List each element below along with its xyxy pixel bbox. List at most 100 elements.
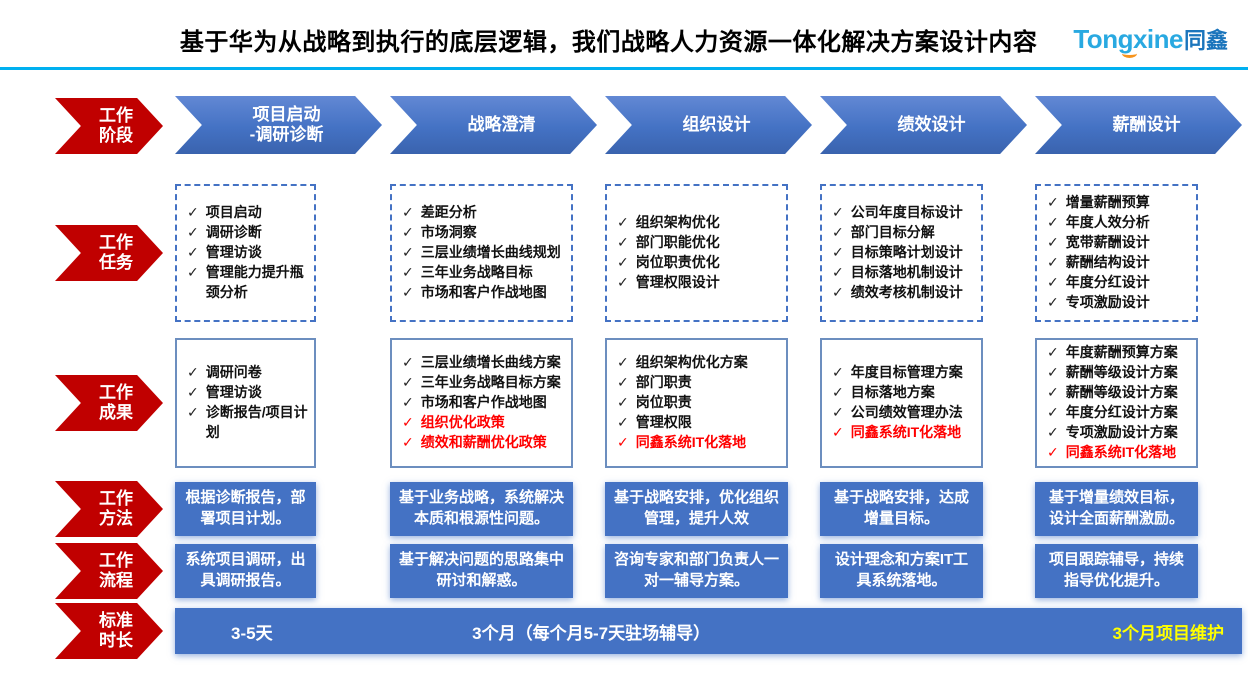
task-item: ✓年度分红设计 xyxy=(1047,273,1150,293)
result-item: ✓部门职责 xyxy=(617,373,748,393)
check-icon: ✓ xyxy=(832,283,844,300)
task-item: ✓目标策略计划设计 xyxy=(832,243,963,263)
check-icon: ✓ xyxy=(832,404,844,420)
method-box-col5: 基于增量绩效目标，设计全面薪酬激励。 xyxy=(1035,482,1198,536)
results-box-col3: ✓组织架构优化方案 ✓部门职责 ✓岗位职责 ✓管理权限 ✓同鑫系统IT化落地 xyxy=(605,338,788,468)
check-icon: ✓ xyxy=(832,263,844,280)
task-item: ✓三年业务战略目标 xyxy=(402,263,561,283)
company-logo: Tongxine 同鑫 xyxy=(1073,23,1234,58)
result-item-highlighted: ✓绩效和薪酬优化政策 xyxy=(402,433,561,453)
task-item: ✓管理能力提升瓶颈分析 xyxy=(187,263,308,303)
check-icon: ✓ xyxy=(1047,254,1059,270)
result-item-highlighted: ✓同鑫系统IT化落地 xyxy=(1047,443,1178,463)
logo-smile-icon xyxy=(1122,49,1138,58)
stage-arrow-org-design: 组织设计 xyxy=(605,96,812,154)
task-item: ✓宽带薪酬设计 xyxy=(1047,233,1150,253)
check-icon: ✓ xyxy=(402,374,414,391)
check-icon: ✓ xyxy=(187,204,199,221)
task-item: ✓岗位职责优化 xyxy=(617,253,720,273)
check-icon: ✓ xyxy=(617,433,629,450)
result-item: ✓薪酬等级设计方案 xyxy=(1047,383,1178,403)
check-icon: ✓ xyxy=(1047,404,1059,420)
check-icon: ✓ xyxy=(187,364,199,381)
task-item: ✓调研诊断 xyxy=(187,223,308,243)
check-icon: ✓ xyxy=(402,354,414,371)
row-label-work-process: 工作 流程 xyxy=(55,543,163,599)
process-box-col5: 项目跟踪辅导，持续指导优化提升。 xyxy=(1035,544,1198,598)
result-item: ✓调研问卷 xyxy=(187,363,308,383)
task-item: ✓部门职能优化 xyxy=(617,233,720,253)
check-icon: ✓ xyxy=(187,404,199,420)
check-icon: ✓ xyxy=(402,263,414,280)
results-box-col1: ✓调研问卷 ✓管理访谈 ✓诊断报告/项目计划 xyxy=(175,338,316,468)
result-item: ✓市场和客户作战地图 xyxy=(402,393,561,413)
task-item: ✓项目启动 xyxy=(187,203,308,223)
row-results: 工作 成果 ✓调研问卷 ✓管理访谈 ✓诊断报告/项目计划 ✓三层业绩增长曲线方案… xyxy=(55,338,1242,468)
task-item: ✓目标落地机制设计 xyxy=(832,263,963,283)
check-icon: ✓ xyxy=(832,224,844,241)
process-box-col2: 基于解决问题的思路集中研讨和解惑。 xyxy=(390,544,573,598)
title-divider xyxy=(0,67,1248,70)
result-item: ✓年度分红设计方案 xyxy=(1047,403,1178,423)
check-icon: ✓ xyxy=(1047,364,1059,381)
check-icon: ✓ xyxy=(1047,384,1059,401)
check-icon: ✓ xyxy=(187,263,199,280)
task-item: ✓专项激励设计 xyxy=(1047,293,1150,313)
task-item: ✓绩效考核机制设计 xyxy=(832,283,963,303)
check-icon: ✓ xyxy=(617,254,629,270)
task-item: ✓市场和客户作战地图 xyxy=(402,283,561,303)
method-box-col3: 基于战略安排，优化组织管理，提升人效 xyxy=(605,482,788,536)
task-item: ✓三层业绩增长曲线规划 xyxy=(402,243,561,263)
check-icon: ✓ xyxy=(402,204,414,221)
row-label-standard-duration: 标准 时长 xyxy=(55,603,163,659)
check-icon: ✓ xyxy=(617,354,629,371)
result-item: ✓管理权限 xyxy=(617,413,748,433)
task-item: ✓年度人效分析 xyxy=(1047,213,1150,233)
method-box-col1: 根据诊断报告，部署项目计划。 xyxy=(175,482,316,536)
stage-arrow-strategy-clarify: 战略澄清 xyxy=(390,96,597,154)
check-icon: ✓ xyxy=(1047,443,1059,460)
tasks-box-col1: ✓项目启动 ✓调研诊断 ✓管理访谈 ✓管理能力提升瓶颈分析 xyxy=(175,184,316,322)
check-icon: ✓ xyxy=(402,413,414,430)
logo-cjk-text: 同鑫 xyxy=(1183,28,1228,53)
result-item-highlighted: ✓组织优化政策 xyxy=(402,413,561,433)
row-duration: 标准 时长 3-5天 3个月（每个月5-7天驻场辅导） 3个月项目维护 xyxy=(55,603,1242,659)
tasks-box-col4: ✓公司年度目标设计 ✓部门目标分解 ✓目标策略计划设计 ✓目标落地机制设计 ✓绩… xyxy=(820,184,983,322)
tasks-box-col5: ✓增量薪酬预算 ✓年度人效分析 ✓宽带薪酬设计 ✓薪酬结构设计 ✓年度分红设计 … xyxy=(1035,184,1198,322)
result-item: ✓三年业务战略目标方案 xyxy=(402,373,561,393)
check-icon: ✓ xyxy=(617,273,629,290)
check-icon: ✓ xyxy=(1047,214,1059,231)
check-icon: ✓ xyxy=(187,244,199,261)
results-box-col5: ✓年度薪酬预算方案 ✓薪酬等级设计方案 ✓薪酬等级设计方案 ✓年度分红设计方案 … xyxy=(1035,338,1198,468)
check-icon: ✓ xyxy=(832,204,844,221)
duration-phase1: 3-5天 xyxy=(231,623,273,643)
process-box-col4: 设计理念和方案IT工具系统落地。 xyxy=(820,544,983,598)
check-icon: ✓ xyxy=(617,214,629,231)
process-diagram: 工作 阶段 项目启动 -调研诊断 战略澄清 组织设计 绩效设计 薪酬设计 工作 … xyxy=(55,96,1242,659)
result-item: ✓专项激励设计方案 xyxy=(1047,423,1178,443)
row-label-work-results: 工作 成果 xyxy=(55,375,163,431)
row-label-work-method: 工作 方法 xyxy=(55,481,163,537)
task-item: ✓薪酬结构设计 xyxy=(1047,253,1150,273)
process-box-col3: 咨询专家和部门负责人一对一辅导方案。 xyxy=(605,544,788,598)
task-item: ✓组织架构优化 xyxy=(617,213,720,233)
result-item: ✓组织架构优化方案 xyxy=(617,353,748,373)
task-item: ✓管理访谈 xyxy=(187,243,308,263)
check-icon: ✓ xyxy=(832,384,844,401)
result-item: ✓三层业绩增长曲线方案 xyxy=(402,353,561,373)
stage-arrow-performance-design: 绩效设计 xyxy=(820,96,1027,154)
result-item: ✓年度薪酬预算方案 xyxy=(1047,343,1178,363)
check-icon: ✓ xyxy=(1047,234,1059,251)
result-item: ✓公司绩效管理办法 xyxy=(832,403,963,423)
result-item: ✓岗位职责 xyxy=(617,393,748,413)
check-icon: ✓ xyxy=(617,394,629,411)
check-icon: ✓ xyxy=(1047,293,1059,310)
check-icon: ✓ xyxy=(617,413,629,430)
method-box-col4: 基于战略安排，达成增量目标。 xyxy=(820,482,983,536)
check-icon: ✓ xyxy=(187,384,199,401)
results-box-col2: ✓三层业绩增长曲线方案 ✓三年业务战略目标方案 ✓市场和客户作战地图 ✓组织优化… xyxy=(390,338,573,468)
result-item: ✓薪酬等级设计方案 xyxy=(1047,363,1178,383)
row-methods: 工作 方法 根据诊断报告，部署项目计划。 基于业务战略，系统解决本质和根源性问题… xyxy=(55,481,1242,537)
stage-arrow-project-start: 项目启动 -调研诊断 xyxy=(175,96,382,154)
result-item: ✓目标落地方案 xyxy=(832,383,963,403)
